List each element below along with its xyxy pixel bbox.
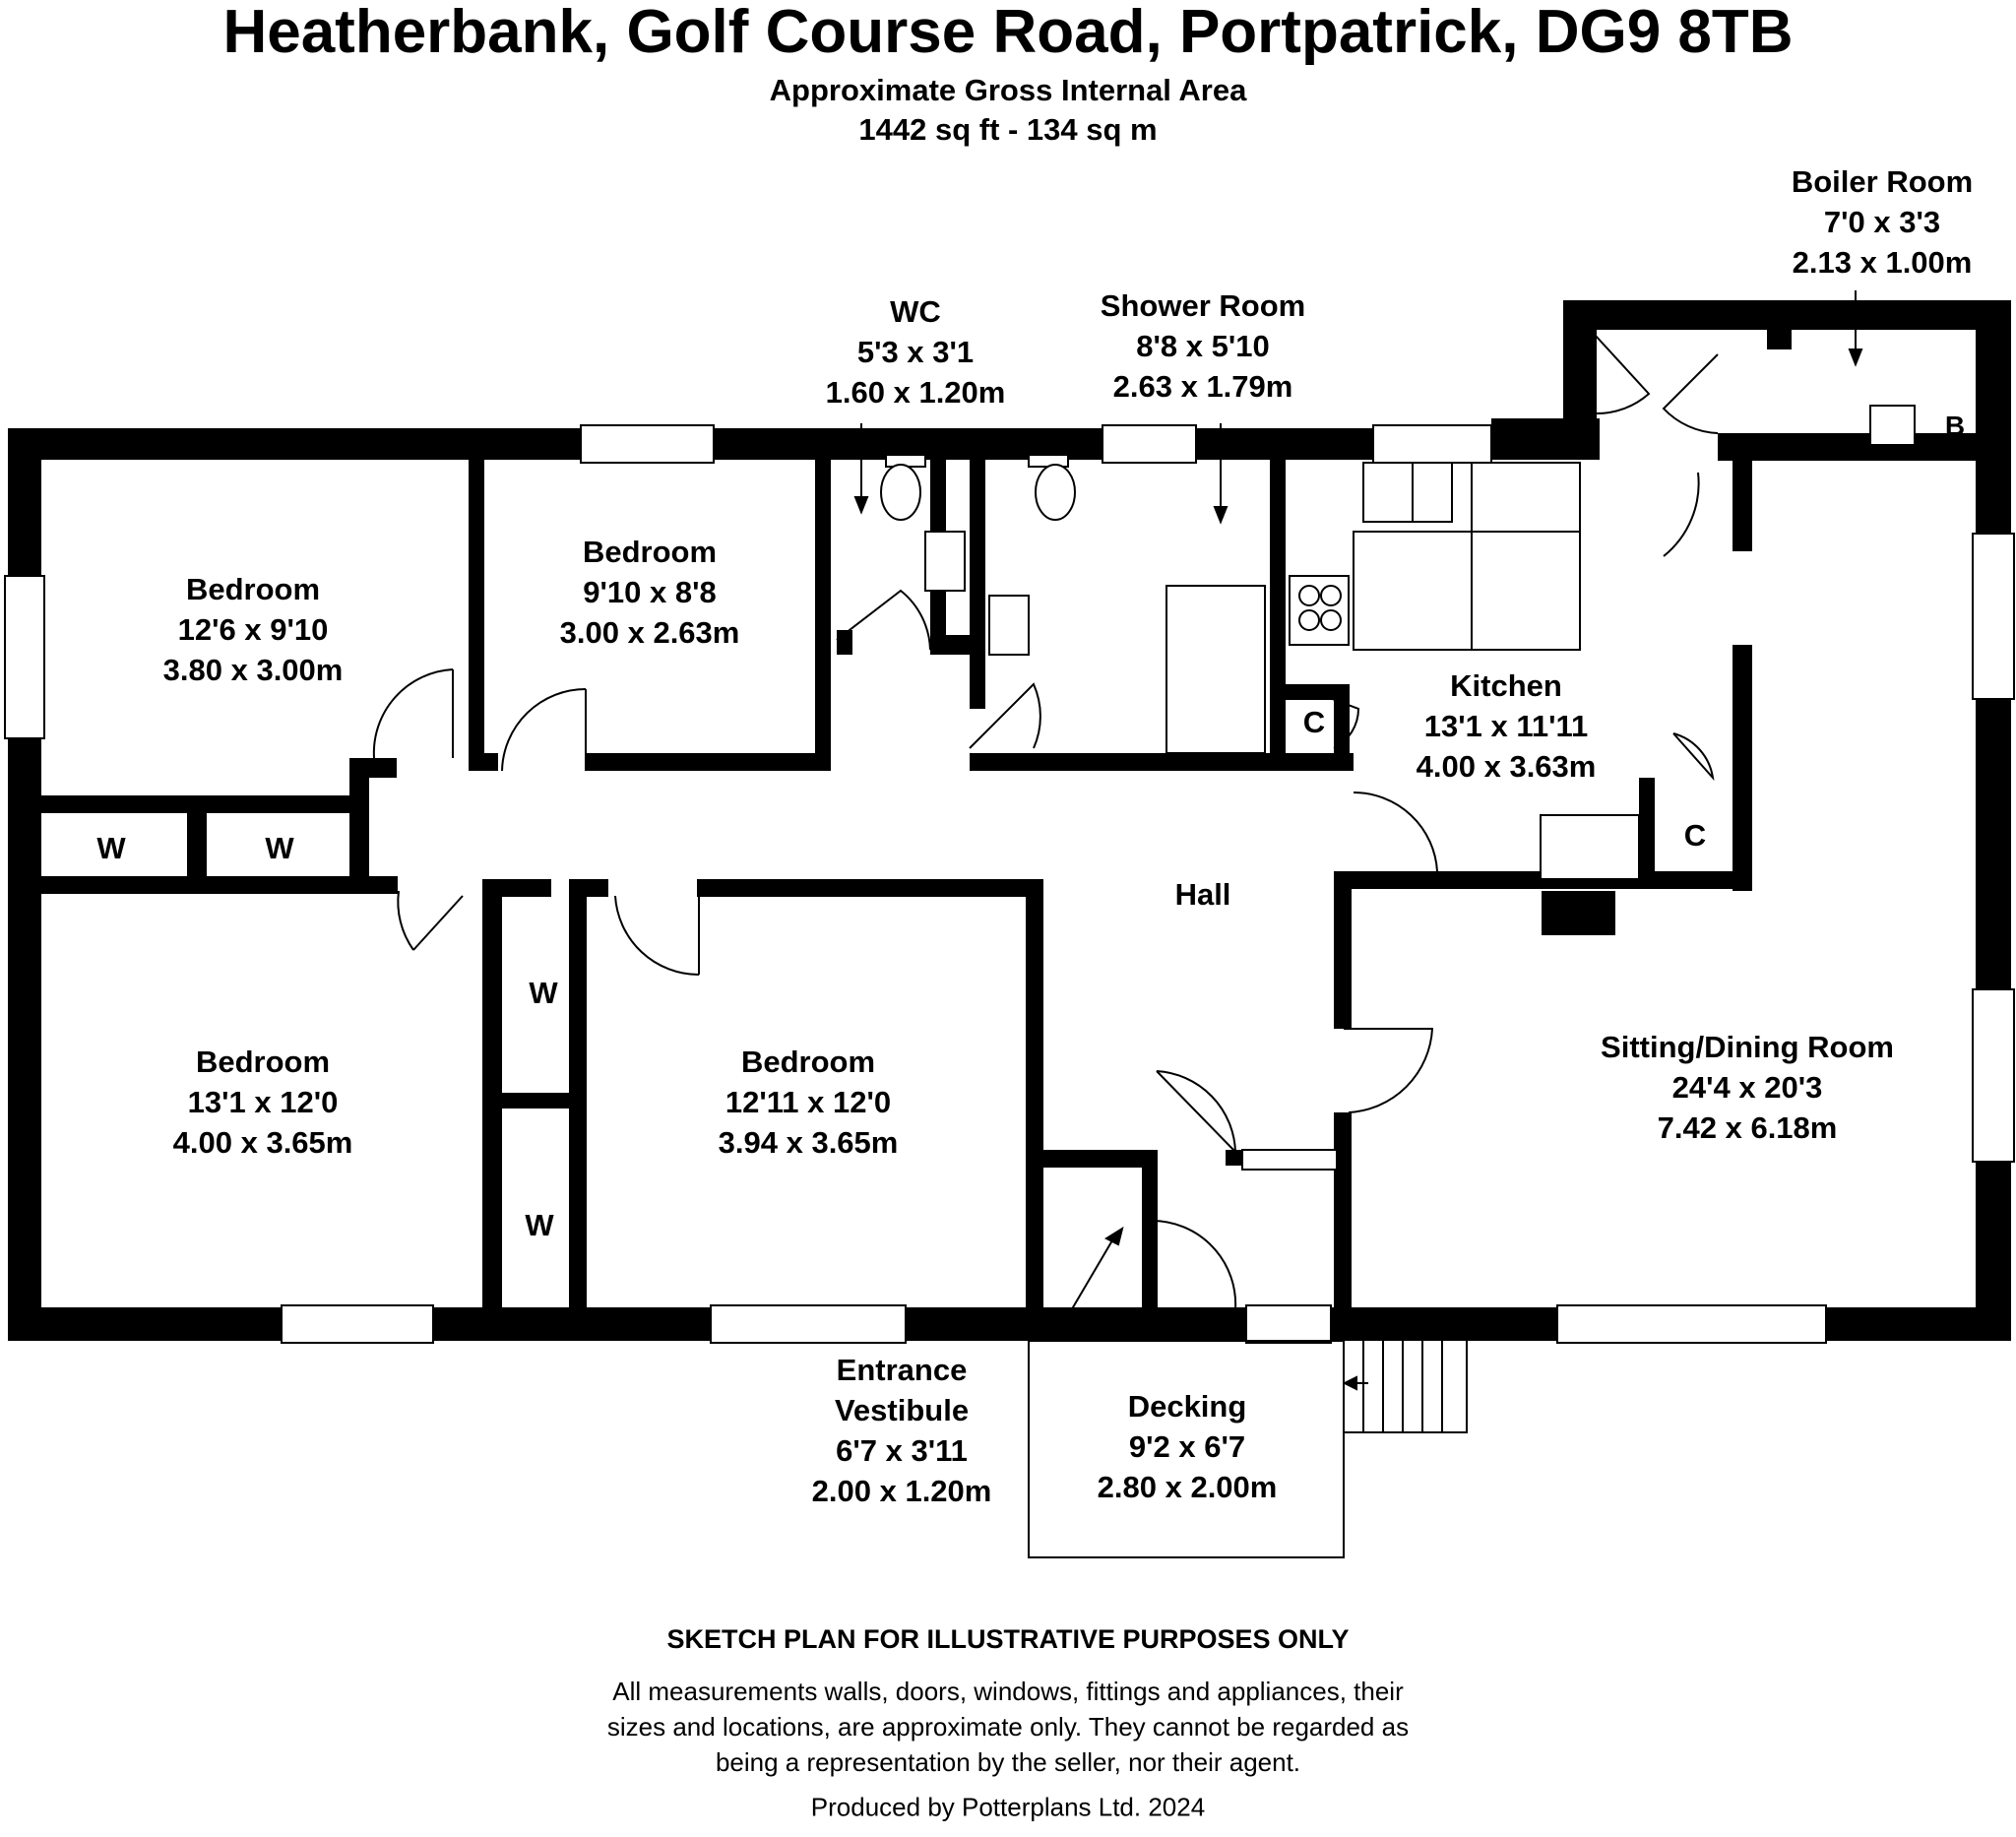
room-kitchen: Kitchen 13'1 x 11'11 4.00 x 3.63m <box>1416 668 1597 784</box>
room-boiler: Boiler Room 7'0 x 3'3 2.13 x 1.00m <box>1791 164 1974 280</box>
disclaimer: All measurements walls, doors, windows, … <box>0 1674 2016 1780</box>
room-entrance-vestibule: Entrance Vestibule 6'7 x 3'11 2.00 x 1.2… <box>811 1353 992 1508</box>
area-value: 1442 sq ft - 134 sq m <box>858 112 1158 147</box>
fixtures <box>880 405 1916 880</box>
page-title: Heatherbank, Golf Course Road, Portpatri… <box>222 0 1794 66</box>
wardrobe-tag: W <box>265 831 294 865</box>
room-bedroom-2: Bedroom 9'10 x 8'8 3.00 x 2.63m <box>559 535 740 650</box>
wardrobe-tag: W <box>525 1208 554 1242</box>
room-bedroom-3: Bedroom 13'1 x 12'0 4.00 x 3.65m <box>172 1045 353 1160</box>
disclaimer-line: being a representation by the seller, no… <box>715 1747 1301 1777</box>
wardrobe-tag: W <box>96 831 126 865</box>
sketch-notice: SKETCH PLAN FOR ILLUSTRATIVE PURPOSES ON… <box>666 1624 1350 1654</box>
windows <box>4 424 2015 1344</box>
room-shower: Shower Room 8'8 x 5'10 2.63 x 1.79m <box>1100 288 1306 404</box>
doors <box>372 334 1719 1310</box>
room-sitting-dining: Sitting/Dining Room 24'4 x 20'3 7.42 x 6… <box>1601 1030 1894 1145</box>
boiler-tag: B <box>1944 411 1966 441</box>
wardrobe-tag: W <box>529 976 558 1010</box>
cupboard-tag: C <box>1302 705 1326 739</box>
area-label: Approximate Gross Internal Area <box>769 73 1247 107</box>
cupboard-tag: C <box>1683 818 1707 853</box>
walls <box>8 300 2011 1341</box>
producer-credit: Produced by Potterplans Ltd. 2024 <box>810 1792 1206 1822</box>
disclaimer-line: All measurements walls, doors, windows, … <box>612 1677 1404 1706</box>
room-bedroom-4: Bedroom 12'11 x 12'0 3.94 x 3.65m <box>718 1045 899 1160</box>
disclaimer-line: sizes and locations, are approximate onl… <box>606 1712 1410 1742</box>
leader-arrows <box>853 290 1863 1557</box>
room-decking: Decking 9'2 x 6'7 2.80 x 2.00m <box>1097 1389 1278 1504</box>
room-wc: WC 5'3 x 3'1 1.60 x 1.20m <box>825 294 1006 410</box>
room-bedroom-1: Bedroom 12'6 x 9'10 3.80 x 3.00m <box>162 572 344 687</box>
room-hall: Hall <box>1174 877 1231 912</box>
